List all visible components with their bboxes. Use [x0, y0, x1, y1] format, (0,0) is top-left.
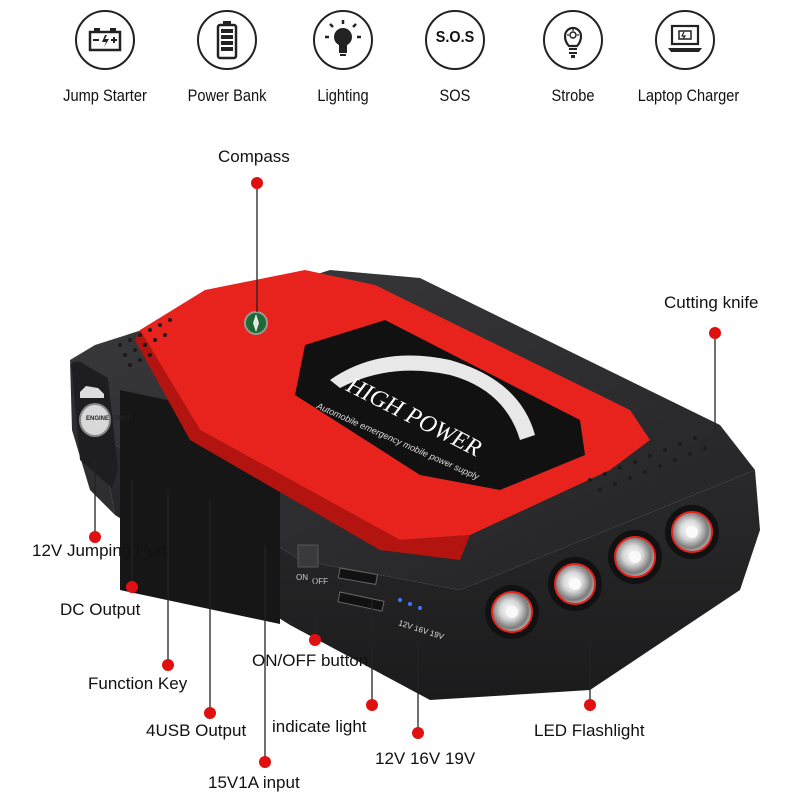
callout-compass: Compass [218, 147, 290, 166]
dot-cutting-knife [709, 327, 721, 339]
dot-indicate-light [366, 699, 378, 711]
callout-jumping-port: 12V Jumping Port [32, 541, 168, 560]
callout-usb-output: 4USB Output [146, 721, 247, 740]
feature-label: Jump Starter [63, 86, 147, 105]
power-switch [297, 544, 319, 568]
dot-function-key [162, 659, 174, 671]
dot-dc-output [126, 581, 138, 593]
feature-label: Power Bank [187, 86, 267, 105]
callout-cutting-knife: Cutting knife [664, 293, 759, 312]
dot-on-off [309, 634, 321, 646]
callout-on-off-button: ON/OFF button [252, 651, 369, 670]
feature-label: Strobe [551, 86, 595, 105]
callout-led-flashlight: LED Flashlight [534, 721, 645, 740]
feature-label: Lighting [317, 86, 369, 105]
feature-label: Laptop Charger [637, 86, 740, 105]
power-bank-icon [197, 10, 257, 70]
vent-pattern-right [588, 436, 707, 492]
strobe-bulb-icon [543, 10, 603, 70]
dot-voltage [412, 727, 424, 739]
engine-start-button [79, 403, 111, 437]
device-front-side [100, 435, 760, 700]
dot-jumping-port [89, 531, 101, 543]
callout-input: 15V1A input [208, 773, 300, 792]
feature-label: SOS [439, 86, 471, 105]
feature-strobe: Strobe [518, 0, 628, 106]
laptop-icon [655, 10, 715, 70]
engine-start-label: ENGINE START [86, 416, 131, 422]
callout-voltage: 12V 16V 19V [375, 749, 476, 768]
battery-icon [75, 10, 135, 70]
svg-text:OFF: OFF [312, 577, 328, 586]
car-icon [80, 386, 104, 398]
callout-indicate-light: indicate light [272, 717, 367, 736]
dot-usb-output [204, 707, 216, 719]
sos-badge: S.O.S [435, 29, 475, 46]
indicator-leds [398, 598, 422, 610]
vent-pattern-left [118, 318, 172, 367]
callout-function-key: Function Key [88, 674, 188, 693]
feature-sos: S.O.S SOS [400, 0, 510, 106]
feature-lighting: Lighting [288, 0, 398, 106]
callout-dc-output: DC Output [60, 600, 141, 619]
usb-port [337, 567, 379, 586]
light-bulb-icon [313, 10, 373, 70]
dot-led [584, 699, 596, 711]
feature-laptop-charger: Laptop Charger [630, 0, 740, 106]
led-lights [485, 505, 719, 639]
feature-power-bank: Power Bank [172, 0, 282, 106]
dot-input [259, 756, 271, 768]
svg-text:ON: ON [296, 573, 308, 582]
sos-icon: S.O.S [425, 10, 485, 70]
feature-jump-starter: Jump Starter [50, 0, 160, 106]
dot-compass [251, 177, 263, 189]
